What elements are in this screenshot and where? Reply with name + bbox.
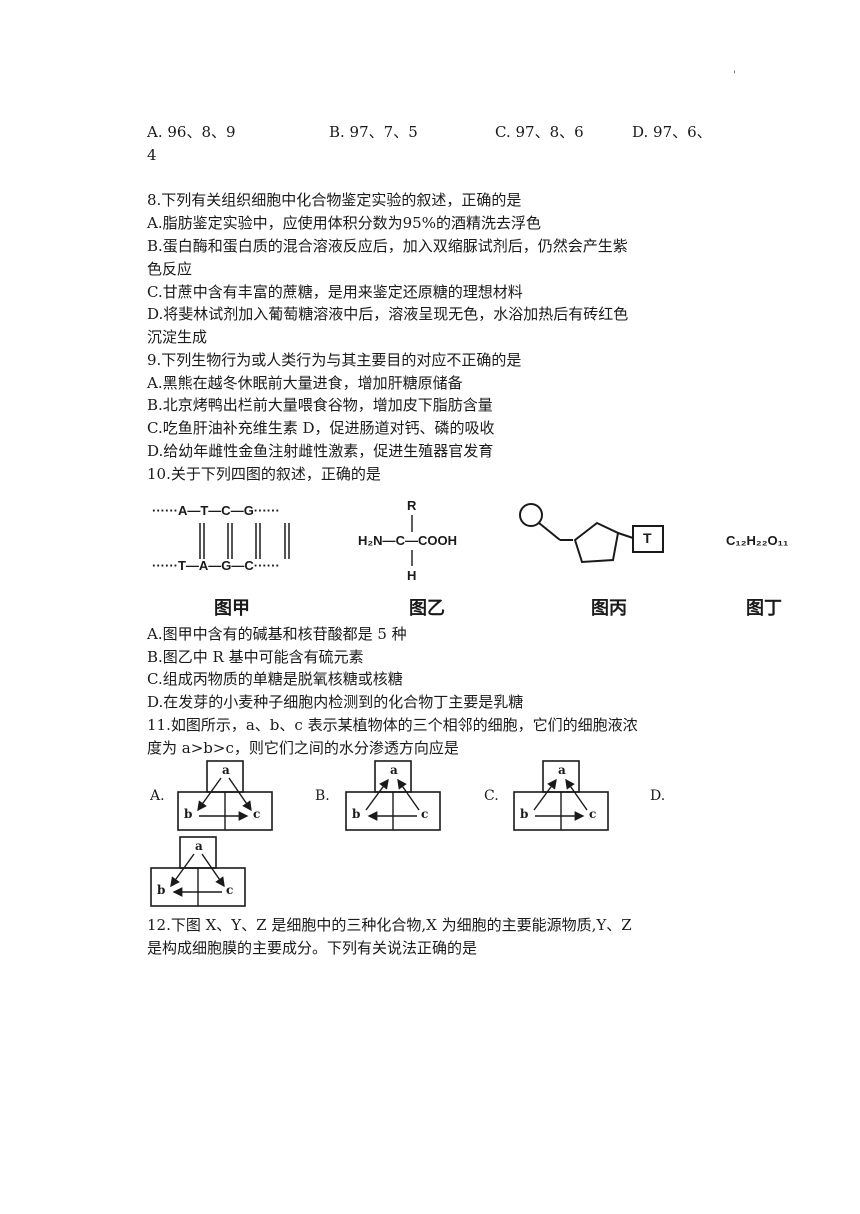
- figure-ding-label: 图丁: [746, 598, 782, 619]
- q12-stem-line1: 12.下图 X、Y、Z 是细胞中的三种化合物,X 为细胞的主要能源物质,Y、Z: [147, 916, 632, 934]
- q8-option-b-line1: B.蛋白酶和蛋白质的混合溶液反应后，加入双缩脲试剂后，仍然会产生紫: [147, 237, 628, 255]
- q8-option-d-line1: D.将斐林试剂加入葡萄糖溶液中后，溶液呈现无色，水浴加热后有砖红色: [147, 305, 629, 323]
- q11c-cell-b: b: [520, 807, 529, 821]
- figure-yi-label: 图乙: [409, 598, 445, 619]
- q10-option-b: B.图乙中 R 基中可能含有硫元素: [147, 648, 364, 666]
- q7-option-c: C. 97、8、6: [495, 123, 584, 141]
- figure-yi-amino-acid: R H₂N—C—COOH H: [358, 498, 493, 586]
- figure-bing-label: 图丙: [591, 598, 627, 619]
- aa-r-group: R: [407, 498, 417, 513]
- bing-base-t: T: [643, 530, 652, 546]
- q11-option-c-label: C.: [484, 788, 499, 804]
- q10-option-d: D.在发芽的小麦种子细胞内检测到的化合物丁主要是乳糖: [147, 693, 524, 711]
- q11-option-c-diagram: [513, 760, 609, 831]
- dna-bottom-strand: ······T—A—G—C······: [152, 558, 280, 573]
- figure-bing-nucleotide: [519, 503, 664, 564]
- q8-option-d-line2: 沉淀生成: [147, 328, 208, 346]
- figure-jia-label: 图甲: [214, 598, 250, 619]
- q11-stem-line1: 11.如图所示，a、b、c 表示某植物体的三个相邻的细胞，它们的细胞液浓: [147, 716, 638, 734]
- aa-bonds: [411, 515, 413, 566]
- q10-option-c: C.组成丙物质的单糖是脱氧核糖或核糖: [147, 670, 403, 688]
- q11d-cell-a: a: [195, 839, 203, 853]
- aa-carboxyl-group: —COOH: [404, 533, 457, 548]
- q8-option-a: A.脂肪鉴定实验中，应使用体积分数为95%的酒精洗去浮色: [147, 214, 541, 232]
- q8-option-b-line2: 色反应: [147, 260, 193, 278]
- q9-stem: 9.下列生物行为或人类行为与其主要目的对应不正确的是: [147, 351, 522, 369]
- q11b-cell-a: a: [390, 763, 398, 777]
- dna-base-pair-bonds: [199, 523, 290, 559]
- q11-option-a-diagram: [177, 760, 273, 831]
- q12-stem-line2: 是构成细胞膜的主要成分。下列有关说法正确的是: [147, 939, 478, 957]
- q11c-cell-a: a: [558, 763, 566, 777]
- figure-jia-dna: ······A—T—C—G······ ······T—A—G—C······: [152, 503, 327, 578]
- q11-stem-line2: 度为 a>b>c，则它们之间的水分渗透方向应是: [147, 739, 459, 757]
- q8-stem: 8.下列有关组织细胞中化合物鉴定实验的叙述，正确的是: [147, 191, 522, 209]
- page-mark: ': [733, 70, 736, 81]
- q9-option-c: C.吃鱼肝油补充维生素 D，促进肠道对钙、磷的吸收: [147, 419, 495, 437]
- dna-top-strand: ······A—T—C—G······: [152, 503, 280, 518]
- q7-option-b: B. 97、7、5: [329, 123, 418, 141]
- figure-ding-formula: C₁₂H₂₂O₁₁: [726, 533, 789, 548]
- aa-alpha-carbon: C: [395, 533, 405, 548]
- q11c-cell-c: c: [589, 807, 597, 821]
- q7-option-a: A. 96、8、9: [147, 123, 236, 141]
- q11-option-a-label: A.: [150, 788, 165, 804]
- q10-option-a: A.图甲中含有的碱基和核苷酸都是 5 种: [147, 625, 407, 643]
- q11-option-d-label: D.: [650, 788, 666, 804]
- aa-amino-group: H₂N—: [358, 533, 396, 548]
- q7-option-d-continued: 4: [147, 146, 157, 164]
- q10-stem: 10.关于下列四图的叙述，正确的是: [147, 465, 381, 483]
- q11b-cell-b: b: [352, 807, 361, 821]
- q11-option-d-diagram: [150, 836, 246, 907]
- q11-option-b-diagram: [345, 760, 441, 831]
- aa-hydrogen: H: [407, 568, 417, 583]
- q11a-cell-c: c: [253, 807, 261, 821]
- q11a-cell-a: a: [222, 763, 230, 777]
- q8-option-c: C.甘蔗中含有丰富的蔗糖，是用来鉴定还原糖的理想材料: [147, 283, 523, 301]
- q7-option-d: D. 97、6、: [632, 123, 712, 141]
- q11-option-b-label: B.: [315, 788, 330, 804]
- q9-option-a: A.黑熊在越冬休眠前大量进食，增加肝糖原储备: [147, 374, 463, 392]
- q11d-cell-c: c: [226, 883, 234, 897]
- q11a-cell-b: b: [184, 807, 193, 821]
- q9-option-d: D.给幼年雌性金鱼注射雌性激素，促进生殖器官发育: [147, 442, 494, 460]
- q11b-cell-c: c: [421, 807, 429, 821]
- q11d-cell-b: b: [157, 883, 166, 897]
- q9-option-b: B.北京烤鸭出栏前大量喂食谷物，增加皮下脂肪含量: [147, 396, 493, 414]
